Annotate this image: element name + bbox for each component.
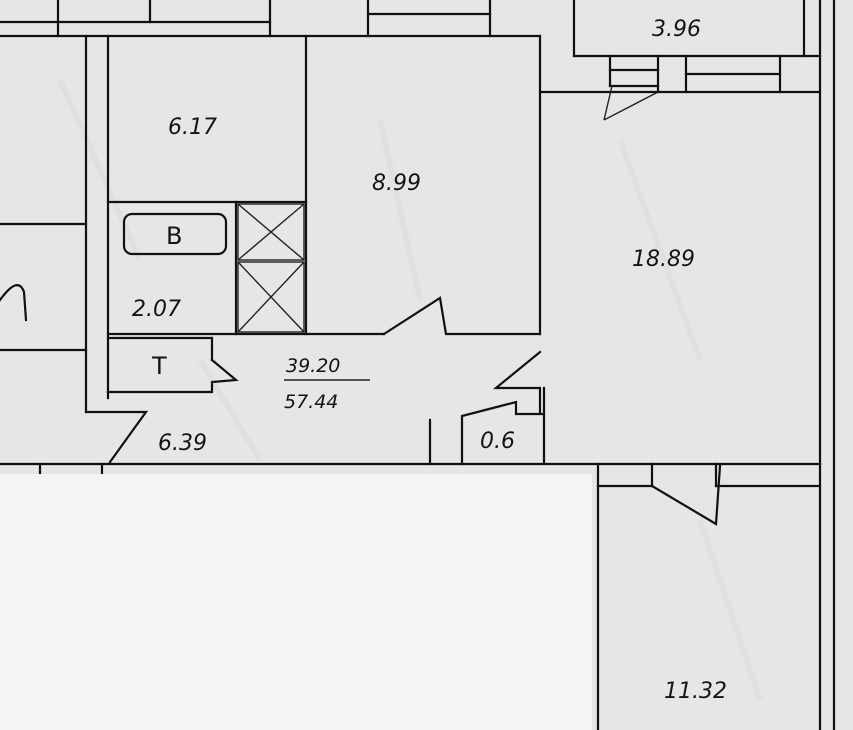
room-area-storage: 3.96 bbox=[652, 17, 701, 42]
toilet-symbol: T bbox=[151, 352, 167, 380]
top-walls bbox=[0, 0, 542, 38]
room-area-closet: 0.6 bbox=[480, 429, 515, 454]
total-area: 57.44 bbox=[284, 391, 338, 413]
toilet-block bbox=[106, 336, 239, 394]
bath-symbol: B bbox=[166, 222, 182, 250]
hall-walls bbox=[0, 400, 822, 484]
storage-room bbox=[572, 0, 836, 730]
bedroom-walls bbox=[596, 462, 822, 730]
living-area-total: 39.20 bbox=[286, 355, 340, 377]
room-area-bathroom: 2.07 bbox=[132, 297, 181, 322]
room-area-kitchen: 8.99 bbox=[372, 171, 421, 196]
room-area-left-top: 6.17 bbox=[168, 115, 217, 140]
room-area-living: 18.89 bbox=[632, 247, 695, 272]
blank-overlay bbox=[0, 474, 592, 730]
middle-walls bbox=[382, 34, 822, 464]
bath-block bbox=[106, 34, 386, 336]
room-area-bedroom: 11.32 bbox=[664, 679, 727, 704]
room-area-hall: 6.39 bbox=[158, 431, 207, 456]
